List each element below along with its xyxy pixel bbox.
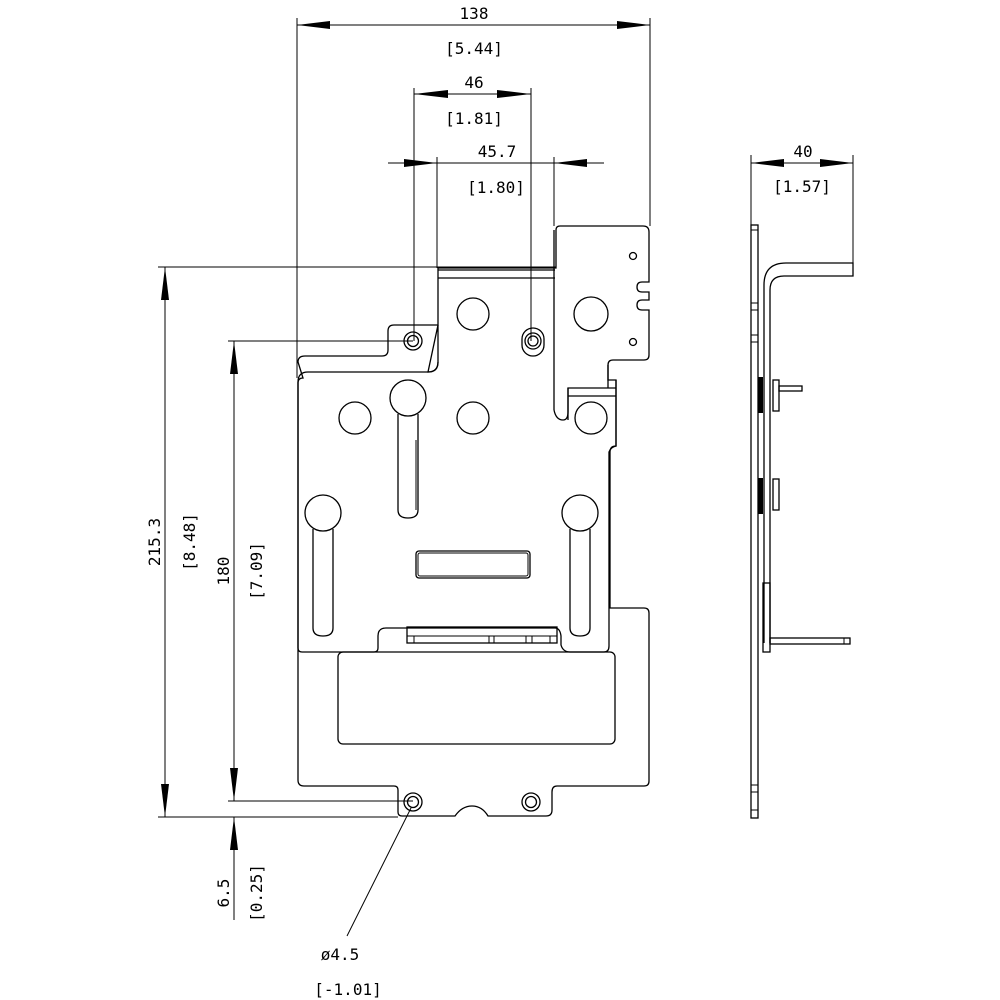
dim-215-3-alt: [8.48] xyxy=(180,513,199,571)
keyhole-slot xyxy=(389,379,427,519)
dim-215-3-value: 215.3 xyxy=(145,518,164,566)
dimension-hole-spacing-46: 46 [1.81] xyxy=(413,73,532,341)
small-hole xyxy=(628,251,638,261)
dim-45-7-alt: [1.80] xyxy=(467,178,525,197)
large-hole xyxy=(574,401,608,435)
dim-46-alt: [1.81] xyxy=(445,109,503,128)
dimension-slot-spacing-45-7: 45.7 [1.80] xyxy=(388,142,604,268)
dim-diameter-alt: [-1.01] xyxy=(314,980,381,999)
inner-panel-top-edge xyxy=(308,361,439,373)
center-slot xyxy=(415,550,531,579)
side-plate xyxy=(750,224,759,819)
dim-40-value: 40 xyxy=(793,142,812,161)
dimension-bottom-offset: 6.5 [0.25] xyxy=(214,817,266,922)
dimension-side-depth: 40 [1.57] xyxy=(750,142,854,263)
side-bottom-flange xyxy=(769,637,851,645)
small-hole xyxy=(628,337,638,347)
dimension-overall-width: 138 [5.44] xyxy=(296,4,651,378)
plate-outline xyxy=(297,225,650,817)
large-hole xyxy=(456,401,490,435)
connector-strip xyxy=(406,626,558,644)
keyhole-slot xyxy=(304,494,342,637)
dim-40-alt: [1.57] xyxy=(773,177,831,196)
center-slot-inner xyxy=(417,552,529,577)
side-bracket-foot xyxy=(762,582,771,653)
dim-6-5-alt: [0.25] xyxy=(247,864,266,922)
inner-panel-outline xyxy=(297,324,617,653)
side-bracket xyxy=(763,262,854,643)
large-hole xyxy=(456,297,490,331)
mounting-hole-bottom-left xyxy=(403,792,423,812)
dim-diameter-value: ø4.5 xyxy=(321,945,360,964)
dimension-hole-vertical-180: 180 [7.09] xyxy=(214,340,413,802)
large-hole xyxy=(338,401,372,435)
mounting-hole-bottom-right xyxy=(521,792,541,812)
dimension-overall-height: 215.3 [8.48] xyxy=(145,266,556,818)
dim-138-alt: [5.44] xyxy=(445,39,503,58)
large-hole xyxy=(573,296,609,332)
side-post xyxy=(772,478,780,511)
side-post-pin xyxy=(778,385,803,392)
side-view xyxy=(750,224,854,819)
dimension-hole-diameter: ø4.5 [-1.01] xyxy=(314,807,412,999)
side-post xyxy=(772,379,780,412)
dim-6-5-value: 6.5 xyxy=(214,879,233,908)
side-contact-pad xyxy=(758,478,763,514)
dim-138-value: 138 xyxy=(460,4,489,23)
side-contact-pad xyxy=(758,377,763,413)
dim-180-alt: [7.09] xyxy=(247,542,266,600)
dim-46-value: 46 xyxy=(464,73,483,92)
mounting-hole-top-middle xyxy=(521,327,545,357)
dim-45-7-value: 45.7 xyxy=(478,142,517,161)
front-view xyxy=(297,225,650,817)
lower-cutout xyxy=(337,651,616,745)
dim-180-value: 180 xyxy=(214,557,233,586)
keyhole-slot xyxy=(561,494,599,637)
